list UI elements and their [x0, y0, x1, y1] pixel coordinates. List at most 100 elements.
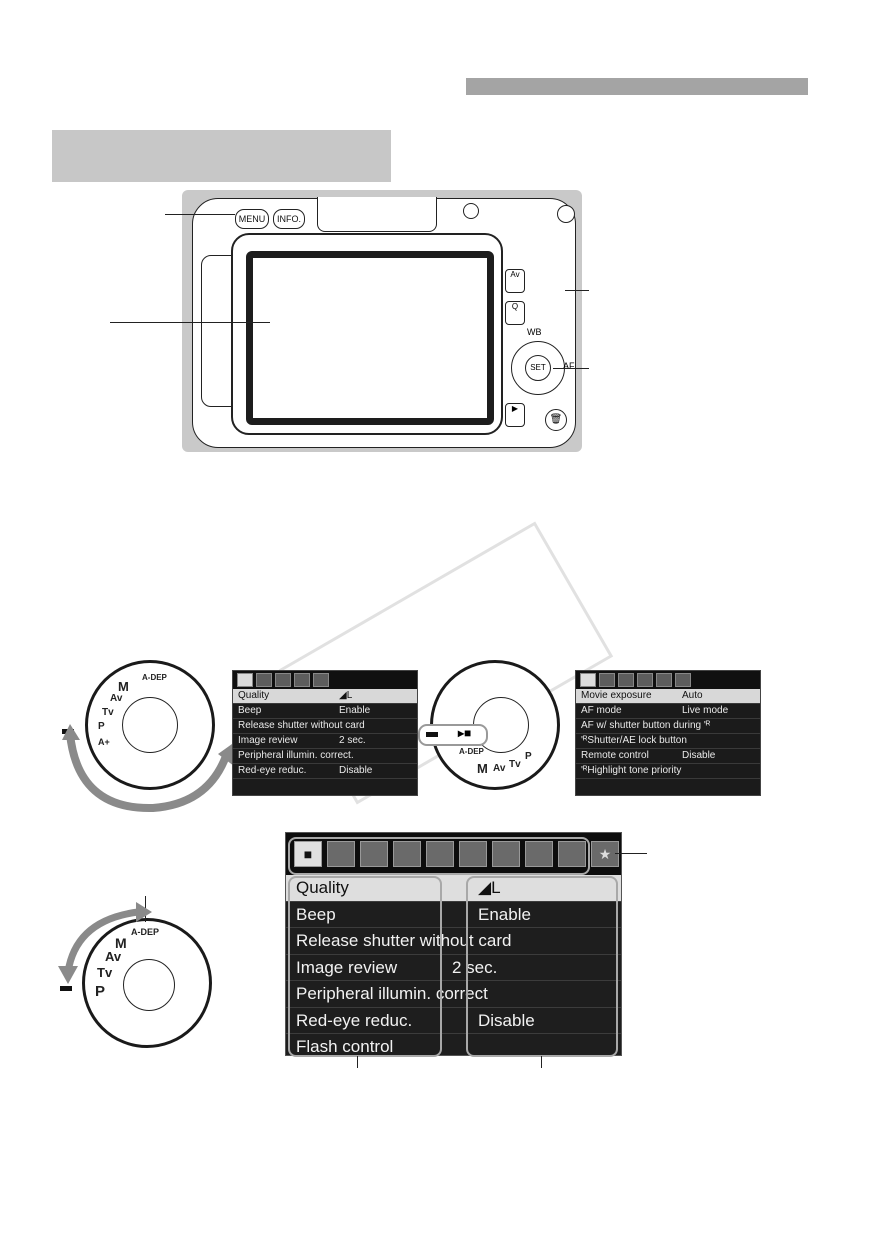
menu-row-value: ◢L	[339, 690, 353, 701]
callout-settings	[541, 1056, 542, 1068]
av-button-label: Av	[510, 270, 520, 279]
menu-row[interactable]: 'ᴿHighlight tone priority	[576, 764, 760, 779]
mode-dial-center	[123, 959, 175, 1011]
menu-row[interactable]: Red-eye reduc.Disable	[286, 1008, 621, 1034]
menu-row-value: ◢L	[478, 878, 501, 897]
menu-row[interactable]: Quality ◢L	[286, 875, 621, 902]
shooting-tab-icon[interactable]	[637, 673, 653, 687]
menu-screen-still-large: ■ ★ Quality ◢L Beep Enable Release shutter…	[285, 832, 622, 1057]
playback-tab-2-icon[interactable]	[459, 841, 487, 867]
set-button[interactable]: SET	[525, 355, 551, 381]
menu-row[interactable]: Image review 2 sec.	[233, 734, 417, 749]
menu-row[interactable]: Beep Enable	[286, 902, 621, 928]
mode-dial-bottom[interactable]: A-DEP M Av Tv P	[82, 918, 212, 1048]
menu-row[interactable]: Remote control Disable	[576, 749, 760, 764]
dial-label-p: P	[98, 721, 105, 732]
settings-tab-icon[interactable]	[656, 673, 672, 687]
menu-row[interactable]: Peripheral illumin. correct	[286, 981, 621, 1008]
menu-row-value: 2 sec.	[452, 957, 498, 977]
dial-label-auto: A+	[98, 737, 110, 747]
my-menu-tab-icon[interactable]: ★	[591, 841, 619, 867]
shooting-tab-4-icon[interactable]	[393, 841, 421, 867]
info-button[interactable]: INFO.	[273, 209, 305, 229]
menu-row[interactable]: 'ᴿShutter/AE lock button	[576, 734, 760, 749]
menu-row[interactable]: Quality◢L	[233, 689, 417, 704]
callout-items	[357, 1056, 358, 1068]
playback-tab-icon[interactable]	[426, 841, 454, 867]
menu-row-label: Movie exposure	[581, 690, 652, 701]
mode-dial-center	[122, 697, 178, 753]
menu-row-label: AF mode	[581, 705, 622, 716]
settings-highlight	[466, 876, 618, 1057]
menu-row[interactable]: Release shutter without card	[286, 928, 621, 955]
settings-tab-3-icon[interactable]	[558, 841, 586, 867]
menu-row[interactable]: Image review 2 sec.	[286, 955, 621, 981]
menu-tabs	[233, 671, 417, 689]
lcd-frame	[231, 233, 503, 435]
menu-tabs: ■ ★	[286, 833, 621, 875]
wb-label: WB	[527, 327, 542, 337]
settings-tab-2-icon[interactable]	[313, 673, 329, 687]
camera-body: MENU INFO. Av Q WB SET AF ▶ 🗑	[192, 197, 576, 448]
shutter-icon	[463, 203, 479, 219]
menu-row-label: 'ᴿHighlight tone priority	[581, 765, 682, 776]
menu-row[interactable]: Red-eye reduc.Disable	[233, 764, 417, 779]
q-button[interactable]: Q	[505, 301, 525, 325]
callout-tabs	[615, 853, 647, 854]
menu-row-label: AF w/ shutter button during 'ᴿ	[581, 720, 711, 731]
erase-button[interactable]: 🗑	[545, 409, 567, 431]
movie-tab-icon[interactable]	[580, 673, 596, 687]
dioptric-knob[interactable]	[557, 205, 575, 223]
dial-label-tv: Tv	[97, 965, 113, 980]
tabs-highlight	[288, 837, 590, 875]
menu-row[interactable]: Peripheral illumin. correct.	[233, 749, 417, 764]
callout-menu	[165, 214, 235, 215]
menu-row-label: Release shutter without card	[296, 931, 512, 950]
menu-row[interactable]: Flash control	[286, 1034, 621, 1060]
shooting-tab-2-icon[interactable]	[327, 841, 355, 867]
menu-row-value: Disable	[682, 750, 716, 761]
dial-label-adep: A-DEP	[131, 927, 160, 937]
menu-row-label: Remote control	[581, 750, 649, 761]
shooting-tab-icon[interactable]: ■	[294, 841, 322, 867]
dial-label-m: M	[118, 679, 129, 694]
dial-index-mark	[60, 986, 72, 991]
shooting-tab-2-icon[interactable]	[256, 673, 272, 687]
menu-row-value: Disable	[339, 765, 373, 776]
av-button[interactable]: Av	[505, 269, 525, 293]
dial-index-mark	[426, 732, 438, 737]
callout-cross-keys	[565, 290, 589, 291]
dial-label-p: P	[525, 751, 532, 762]
menu-row-value: Enable	[478, 904, 531, 924]
menu-row-label: Image review	[238, 735, 298, 746]
menu-row-label: Beep	[238, 705, 262, 716]
dial-label-adep: A-DEP	[142, 673, 167, 682]
menu-row[interactable]: Movie exposure Auto	[576, 689, 760, 704]
movie-icon: ▸■	[458, 726, 472, 740]
set-button-label: SET	[530, 363, 546, 372]
movie-tab-2-icon[interactable]	[599, 673, 615, 687]
settings-tab-icon[interactable]	[294, 673, 310, 687]
playback-button[interactable]: ▶	[505, 403, 525, 427]
menu-row[interactable]: Release shutter without card	[233, 719, 417, 734]
menu-row[interactable]: AF w/ shutter button during 'ᴿ	[576, 719, 760, 734]
shooting-tab-icon[interactable]	[237, 673, 253, 687]
settings-tab-2-icon[interactable]	[525, 841, 553, 867]
menu-row-label: Quality	[296, 878, 349, 897]
shooting-tab-3-icon[interactable]	[360, 841, 388, 867]
menu-row-label: Image review	[296, 957, 398, 977]
menu-row-value: 2 sec.	[339, 735, 366, 746]
movie-tab-3-icon[interactable]	[618, 673, 634, 687]
settings-tab-2-icon[interactable]	[675, 673, 691, 687]
mode-dial-left[interactable]: M Av Tv P A-DEP A+	[85, 660, 215, 790]
shooting-tab-3-icon[interactable]	[275, 673, 291, 687]
menu-row-value: Auto	[682, 690, 703, 701]
header-bar	[466, 78, 808, 95]
menu-button[interactable]: MENU	[235, 209, 269, 229]
menu-row-label: Beep	[296, 904, 336, 924]
settings-tab-icon[interactable]	[492, 841, 520, 867]
